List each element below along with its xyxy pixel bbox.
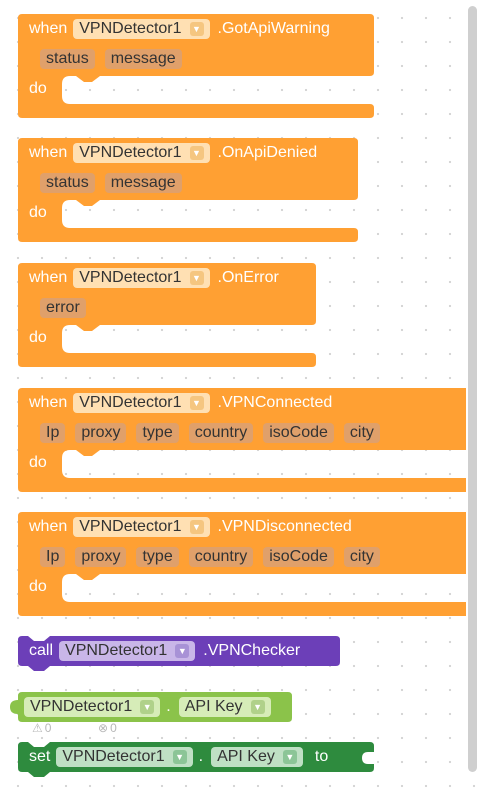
- chevron-down-icon: ▼: [172, 750, 187, 764]
- param-status[interactable]: status: [40, 49, 95, 69]
- component-dropdown[interactable]: VPNDetector1▼: [73, 268, 210, 288]
- component-dropdown[interactable]: VPNDetector1▼: [73, 143, 210, 163]
- param-country[interactable]: country: [188, 547, 254, 567]
- param-ip[interactable]: Ip: [40, 547, 66, 567]
- chevron-down-icon: ▼: [189, 271, 204, 285]
- property-setter-block[interactable]: set VPNDetector1▼ . API Key▼ to: [18, 742, 374, 777]
- when-label: when: [29, 20, 68, 37]
- event-block-on-api-denied[interactable]: when VPNDetector1▼ .OnApiDenied status m…: [18, 138, 358, 242]
- param-iso-code[interactable]: isoCode: [263, 547, 334, 567]
- event-name: .VPNDisconnected: [217, 518, 352, 535]
- set-label: set: [29, 748, 51, 765]
- event-block-shape: [18, 138, 358, 242]
- component-dropdown[interactable]: VPNDetector1▼: [56, 747, 193, 767]
- when-label: when: [29, 269, 68, 286]
- chevron-down-icon: ▼: [189, 396, 204, 410]
- param-iso-code[interactable]: isoCode: [263, 423, 334, 443]
- to-label: to: [314, 748, 329, 765]
- param-proxy[interactable]: proxy: [75, 423, 127, 443]
- event-block-got-api-warning[interactable]: when VPNDetector1▼ .GotApiWarning status…: [18, 14, 374, 118]
- event-block-shape: [18, 263, 316, 367]
- chevron-down-icon: ▼: [175, 644, 190, 658]
- event-block-vpn-disconnected[interactable]: when VPNDetector1▼ .VPNDisconnected Ip p…: [18, 512, 466, 616]
- event-block-shape: [18, 14, 374, 118]
- chevron-down-icon: ▼: [189, 22, 204, 36]
- dot-separator: .: [166, 698, 171, 715]
- chevron-down-icon: ▼: [189, 146, 204, 160]
- event-name: .OnError: [217, 269, 279, 286]
- chevron-down-icon: ▼: [282, 750, 297, 764]
- vertical-scrollbar[interactable]: [468, 6, 477, 772]
- when-label: when: [29, 394, 68, 411]
- param-message[interactable]: message: [104, 49, 182, 69]
- error-icon: ⊗: [98, 721, 109, 735]
- param-proxy[interactable]: proxy: [75, 547, 127, 567]
- warning-indicator[interactable]: ⚠0: [32, 721, 52, 735]
- param-city[interactable]: city: [343, 423, 380, 443]
- param-type[interactable]: type: [136, 423, 179, 443]
- property-dropdown[interactable]: API Key▼: [211, 747, 303, 767]
- call-procedure-block[interactable]: call VPNDetector1▼ .VPNChecker: [18, 636, 340, 671]
- method-name: .VPNChecker: [203, 642, 301, 659]
- param-type[interactable]: type: [136, 547, 179, 567]
- param-status[interactable]: status: [40, 173, 95, 193]
- event-block-vpn-connected[interactable]: when VPNDetector1▼ .VPNConnected Ip prox…: [18, 388, 466, 492]
- warning-icon: ⚠: [32, 721, 43, 735]
- component-dropdown[interactable]: VPNDetector1▼: [73, 19, 210, 39]
- chevron-down-icon: ▼: [140, 700, 155, 714]
- event-block-on-error[interactable]: when VPNDetector1▼ .OnError error do: [18, 263, 316, 367]
- do-label: do: [29, 80, 47, 97]
- param-city[interactable]: city: [343, 547, 380, 567]
- error-indicator[interactable]: ⊗0: [98, 721, 117, 735]
- do-label: do: [29, 454, 47, 471]
- chevron-down-icon: ▼: [250, 700, 265, 714]
- property-getter-block[interactable]: VPNDetector1▼ . API Key▼: [10, 692, 292, 722]
- event-name: .OnApiDenied: [217, 144, 318, 161]
- property-dropdown[interactable]: API Key▼: [178, 697, 271, 717]
- param-country[interactable]: country: [188, 423, 254, 443]
- component-dropdown[interactable]: VPNDetector1▼: [73, 393, 210, 413]
- when-label: when: [29, 144, 68, 161]
- component-dropdown[interactable]: VPNDetector1▼: [59, 641, 196, 661]
- do-label: do: [29, 329, 47, 346]
- param-message[interactable]: message: [104, 173, 182, 193]
- do-label: do: [29, 204, 47, 221]
- event-name: .GotApiWarning: [217, 20, 330, 37]
- call-label: call: [29, 642, 54, 659]
- chevron-down-icon: ▼: [189, 520, 204, 534]
- event-name: .VPNConnected: [217, 394, 333, 411]
- when-label: when: [29, 518, 68, 535]
- do-label: do: [29, 578, 47, 595]
- component-dropdown[interactable]: VPNDetector1▼: [73, 517, 210, 537]
- param-ip[interactable]: Ip: [40, 423, 66, 443]
- dot-separator: .: [198, 748, 204, 765]
- param-error[interactable]: error: [40, 298, 86, 318]
- component-dropdown[interactable]: VPNDetector1▼: [24, 697, 161, 717]
